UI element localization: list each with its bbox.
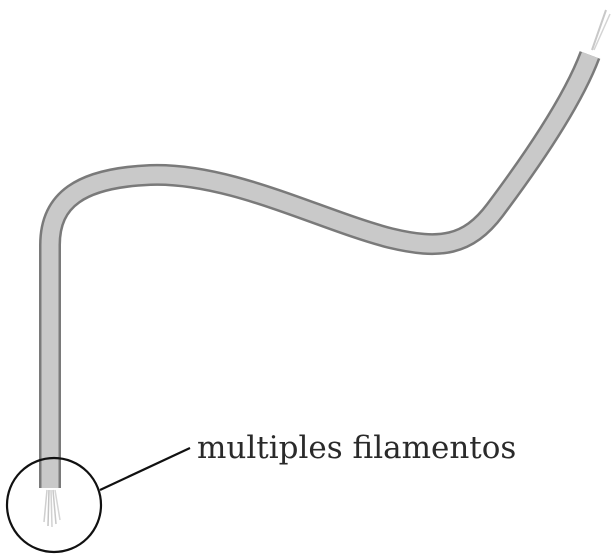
- cable-outline: [39, 51, 601, 488]
- callout-circle: [5, 456, 103, 554]
- cable-insulation: [41, 51, 598, 488]
- top-filament-strands: [591, 9, 611, 51]
- bottom-filament-strands: [43, 489, 61, 528]
- callout-leader-line: [99, 447, 191, 491]
- callout-label: multiples filamentos: [197, 430, 516, 466]
